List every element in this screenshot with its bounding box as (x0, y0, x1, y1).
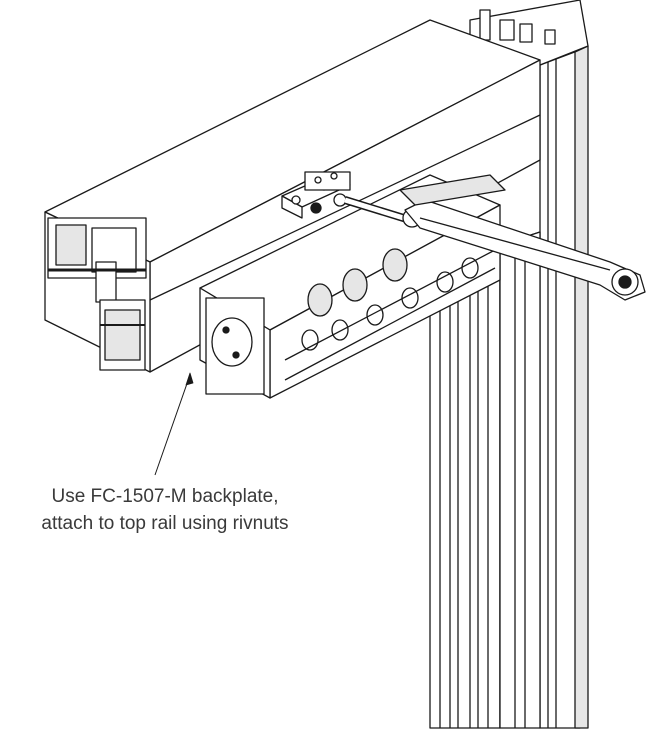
closer-arm (399, 174, 646, 301)
callout-text: Use FC-1507-M backplate, attach to top r… (0, 483, 330, 537)
arm-bracket (281, 171, 351, 219)
vertical-jamb (429, 45, 589, 729)
callout-leader (154, 374, 191, 476)
callout-line-2: attach to top rail using rivnuts (41, 513, 289, 534)
callout-arrowhead (185, 372, 194, 386)
callout-line-1: Use FC-1507-M backplate, (51, 486, 279, 507)
